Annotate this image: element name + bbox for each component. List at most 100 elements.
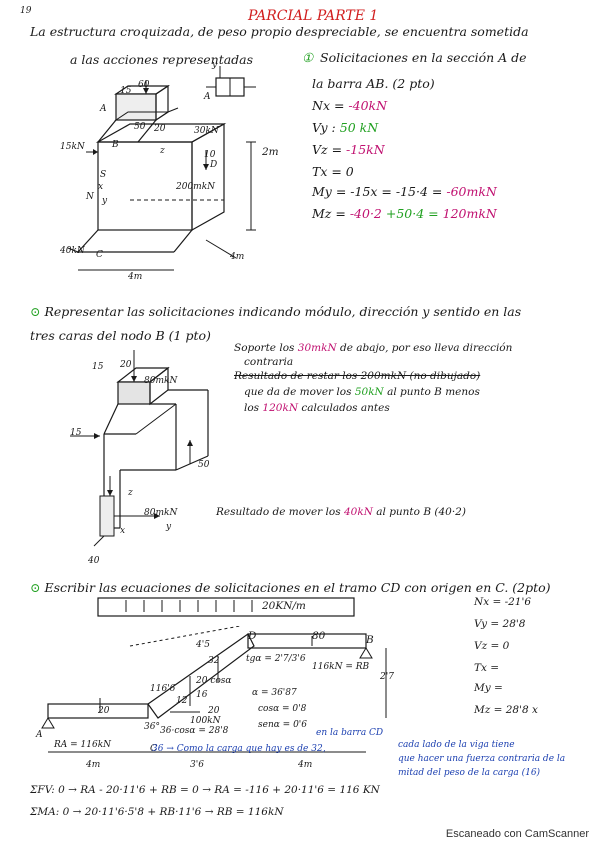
q1-nx-value: -40kN xyxy=(348,98,388,113)
q1-vy-value: 50 kN xyxy=(339,120,379,135)
page-number: 19 xyxy=(20,6,32,16)
q3-my: My = xyxy=(474,682,503,694)
q2-number-icon: ⊙ xyxy=(30,304,41,319)
q3-c20: 20 xyxy=(208,706,220,716)
q3-c36: 36 xyxy=(152,744,164,754)
q2-text-1: ⊙ Representar las solicitaciones indican… xyxy=(30,304,521,319)
q1-vy: Vy : 50 kN xyxy=(312,120,378,135)
fig2-y: y xyxy=(166,522,172,532)
q3-sin: senα = 0'6 xyxy=(258,720,308,730)
q2-note-3c: al punto B menos xyxy=(387,386,480,398)
q2-note-5b: 40kN xyxy=(343,506,373,518)
fig1-f30: 30kN xyxy=(194,126,219,136)
figure-1-structure xyxy=(67,80,256,271)
page-title: PARCIAL PARTE 1 xyxy=(248,8,379,24)
fig1-c: C xyxy=(96,250,103,260)
figure-2-node-b xyxy=(70,350,209,547)
q1-mz: Mz = -40·2 +50·4 = 120mkN xyxy=(312,206,497,221)
fig1-f15kn: 15kN xyxy=(60,142,85,152)
q3-note-3: que hacer una fuerza contraria de la xyxy=(398,754,566,764)
q1-mz-value-c: 120mkN xyxy=(442,206,497,221)
fig2-z: z xyxy=(128,488,133,498)
fig1-b: B xyxy=(112,140,119,150)
q3-c16: 16 xyxy=(196,690,208,700)
q3-note-4: mitad del peso de la carga (16) xyxy=(398,768,541,778)
q1-text-1: Solicitaciones en la sección A de xyxy=(320,50,527,65)
inset-y-label: y xyxy=(212,60,218,70)
q2-note-1c: de abajo, por eso lleva dirección xyxy=(339,342,513,354)
q2-note-1b: 30mkN xyxy=(297,342,337,354)
q1-my: My = -15x = -15·4 = -60mkN xyxy=(312,184,497,199)
fig2-f15b: 15 xyxy=(70,428,82,438)
fig1-f20: 20 xyxy=(154,124,166,134)
q3-ang: 36° xyxy=(144,722,160,732)
intro-line-1: La estructura croquizada, de peso propio… xyxy=(30,24,529,39)
inset-a-label: A xyxy=(204,92,211,102)
q3-equation-1: ΣFV: 0 → RA - 20·11'6 + RB = 0 → RA = -1… xyxy=(30,784,380,796)
q3-dim-4m-a: 4m xyxy=(86,760,101,770)
fig2-x: x xyxy=(120,526,126,536)
q3-text: ⊙ Escribir las ecuaciones de solicitacio… xyxy=(30,580,551,595)
q3-c100: 100kN xyxy=(190,716,221,726)
fig1-x: x xyxy=(98,182,104,192)
fig1-a: A xyxy=(100,104,107,114)
q1-vz-value: -15kN xyxy=(346,142,385,157)
q3-tga: tgα = 2'7/3'6 xyxy=(246,654,306,664)
q1-vz-label: Vz = xyxy=(312,142,343,157)
fig1-f40: 40kN xyxy=(60,246,85,256)
q1-nx: Nx = -40kN xyxy=(312,98,387,113)
q3-alpha: α = 36'87 xyxy=(252,688,297,698)
q3-a: A xyxy=(36,730,43,740)
q3-text-content: Escribir las ecuaciones de solicitacione… xyxy=(44,580,551,595)
fig1-f10: 10 xyxy=(204,150,216,160)
fig1-s: S xyxy=(100,170,107,180)
q3-dim-3-6: 3'6 xyxy=(190,760,204,770)
q3-note-1-text: Como la carga que hay es de 32, xyxy=(176,744,326,754)
q3-dim-4m-b: 4m xyxy=(298,760,313,770)
q3-note-2: cada lado de la viga tiene xyxy=(398,740,515,750)
q3-tx: Tx = xyxy=(474,662,500,674)
q2-note-1d: contraria xyxy=(244,356,294,368)
q1-vy-label: Vy : xyxy=(312,120,336,135)
fig1-z: z xyxy=(160,146,165,156)
q2-note-4c: calculados antes xyxy=(301,402,390,414)
fig2-f20: 20 xyxy=(120,360,132,370)
q3-cos: cosα = 0'8 xyxy=(258,704,307,714)
fig1-dim-4m-a: 4m xyxy=(128,272,143,282)
intro-line-2: a las acciones representadas xyxy=(70,52,254,67)
q2-text-1-content: Representar las solicitaciones indicando… xyxy=(44,304,522,319)
q1-my-label: My = -15x = -15·4 = xyxy=(312,184,443,199)
q2-text-2: tres caras del nodo B (1 pto) xyxy=(30,328,211,343)
q1-number-icon: ① xyxy=(302,50,314,65)
q1-tx: Tx = 0 xyxy=(312,164,354,179)
fig1-f50: 50 xyxy=(134,122,146,132)
q1-text-2: la barra AB. (2 pto) xyxy=(312,76,435,91)
fig2-f15a: 15 xyxy=(92,362,104,372)
q2-note-5c: al punto B (40·2) xyxy=(376,506,466,518)
q2-note-3b: 50kN xyxy=(354,386,384,398)
q2-note-2: Resultado de restar los 200mkN (no dibuj… xyxy=(234,370,481,382)
q3-c116: 116'6 xyxy=(150,684,176,694)
q3-dim-2-7: 2'7 xyxy=(380,672,394,682)
q3-number-icon: ⊙ xyxy=(30,580,41,595)
fig1-f200: 200mkN xyxy=(176,182,216,192)
figure-3-beam xyxy=(41,626,387,753)
q3-d: D xyxy=(248,630,257,642)
q2-note-5a: Resultado de mover los xyxy=(216,506,341,518)
q2-note-4a: los xyxy=(244,402,260,414)
fig1-dim-2m: 2m xyxy=(262,146,279,158)
q3-c12: 12 xyxy=(176,696,188,706)
q3-b: B xyxy=(366,634,374,646)
q2-note-1: Soporte los 30mkN de abajo, por eso llev… xyxy=(234,342,512,354)
fig1-d: D xyxy=(210,160,218,170)
q2-note-4: los 120kN calculados antes xyxy=(244,402,390,414)
q3-c20cos: 20 cosα xyxy=(196,676,232,686)
q3-vz: Vz = 0 xyxy=(474,640,510,652)
q1-mz-value-b: +50·4 = xyxy=(385,206,439,221)
q1-mz-label: Mz = xyxy=(312,206,346,221)
q3-note-1: 36 → Como la carga que hay es de 32, xyxy=(152,744,326,754)
q2-note-4b: 120kN xyxy=(262,402,299,414)
q1-my-value: -60mkN xyxy=(446,184,497,199)
q2-note-3: que da de mover los 50kN al punto B meno… xyxy=(244,386,480,398)
q3-equation-2: ΣMA: 0 → 20·11'6·5'8 + RB·11'6 → RB = 11… xyxy=(30,806,284,818)
